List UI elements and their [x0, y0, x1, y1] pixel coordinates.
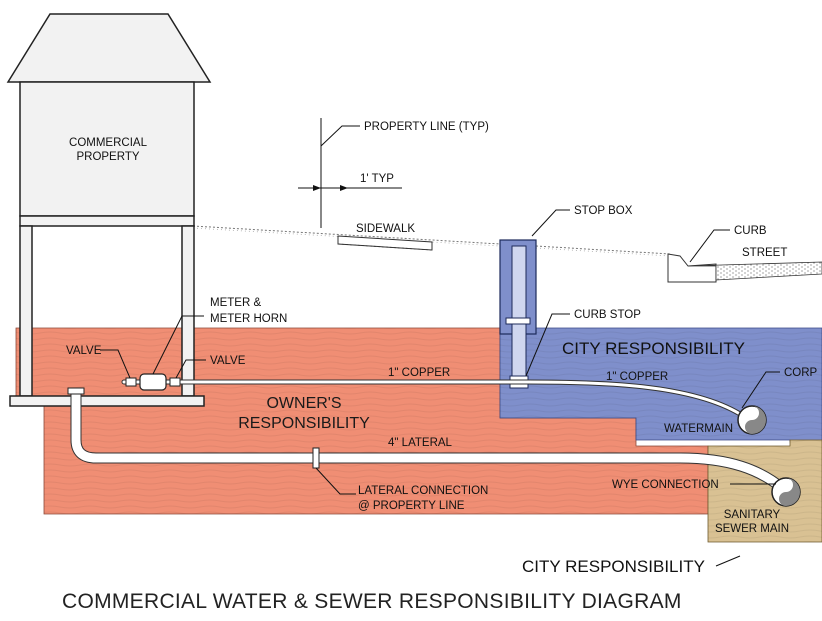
owner-label-line2: RESPONSIBILITY [238, 415, 370, 432]
copper-city-label: 1" COPPER [606, 371, 668, 383]
curb-shape [667, 253, 717, 283]
corp-label: CORP [784, 367, 818, 379]
owner-label-line1: OWNER'S [266, 395, 341, 412]
sanitary-main-label-line1: SANITARY [724, 509, 781, 521]
building-label-line1: COMMERCIAL [69, 137, 148, 149]
city-responsibility-lower: CITY RESPONSIBILITY [522, 557, 705, 576]
ground-surface [192, 225, 671, 257]
valve-left-label: VALVE [66, 345, 102, 357]
watermain [737, 405, 767, 435]
diagram-title: COMMERCIAL WATER & SEWER RESPONSIBILITY … [62, 590, 682, 613]
lateral-connection-fitting [312, 447, 320, 469]
sidewalk-label: SIDEWALK [356, 223, 415, 235]
property-line-label: PROPERTY LINE (TYP) [364, 121, 489, 133]
stop-box-label: STOP BOX [574, 205, 633, 217]
meter-label-line1: METER & [210, 297, 261, 309]
meter-label-line2: METER HORN [210, 313, 287, 325]
wye-connection-label: WYE CONNECTION [612, 479, 719, 491]
one-ft-typ-label: 1' TYP [360, 173, 394, 185]
city-responsibility-upper: CITY RESPONSIBILITY [562, 339, 745, 358]
water-meter [139, 373, 167, 391]
street-label: STREET [742, 247, 787, 259]
stop-box [499, 239, 537, 389]
commercial-building [6, 13, 212, 407]
copper-owner-label: 1" COPPER [388, 367, 450, 379]
cleanout-cap [67, 387, 85, 395]
lateral-connection-label-line1: LATERAL CONNECTION [358, 485, 488, 497]
street-surface [687, 261, 822, 281]
valve-left [125, 377, 137, 387]
building-label-line2: PROPERTY [76, 151, 139, 163]
watermain-label: WATERMAIN [664, 423, 733, 435]
lateral-connection-label-line2: @ PROPERTY LINE [358, 500, 465, 512]
lateral-label: 4" LATERAL [388, 437, 453, 449]
curb-label: CURB [734, 225, 767, 237]
valve-right [169, 377, 181, 387]
curb-stop-label: CURB STOP [574, 309, 641, 321]
sidewalk-slab [337, 235, 433, 251]
valve-right-label: VALVE [210, 355, 246, 367]
leader-lines [100, 118, 780, 567]
sanitary-main-label-line2: SEWER MAIN [715, 523, 789, 535]
sanitary-sewer-main [771, 477, 801, 507]
